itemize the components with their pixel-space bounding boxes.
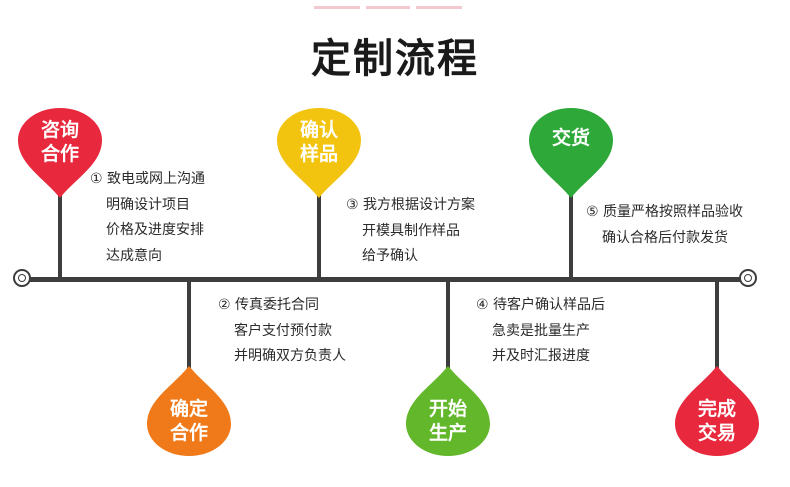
step-production-marker: 开始 生产: [406, 366, 490, 456]
desc-line: 明确设计项目: [106, 196, 190, 213]
drop-down-shape: [277, 108, 361, 198]
step-consult-marker: 咨询 合作: [18, 108, 102, 198]
desc-line: ③ 我方根据设计方案: [346, 197, 476, 213]
step-production-label: 生产: [428, 422, 467, 444]
drop-up-shape: [675, 366, 759, 456]
step-complete-marker: 完成 交易: [675, 366, 759, 456]
decor-bar: [366, 6, 410, 9]
step-confirm-order-label: 确定: [169, 398, 208, 420]
step-confirm-sample-desc: ③ 我方根据设计方案 开模具制作样品 给予确认: [346, 193, 475, 270]
timeline-end-node: [739, 269, 757, 287]
step-confirm-order-marker: 确定 合作: [147, 366, 231, 456]
step-delivery-desc: ⑤ 质量严格按照样品验收 确认合格后付款发货: [586, 200, 743, 251]
drop-up-shape: [406, 366, 490, 456]
step-confirm-order-label: 合作: [169, 422, 208, 444]
step-consult-label: 合作: [40, 143, 79, 165]
connector-complete: [715, 280, 719, 374]
step-complete-label: 完成: [697, 398, 736, 420]
connector-production: [446, 280, 450, 374]
desc-line: 价格及进度安排: [106, 222, 204, 238]
step-confirm-sample-label: 确认: [299, 119, 338, 141]
connector-confirm-order: [187, 280, 191, 374]
decor-bar: [416, 6, 462, 9]
desc-line: 客户支付预付款: [234, 322, 332, 339]
desc-line: ④ 待客户确认样品后: [476, 297, 606, 313]
step-confirm-order-desc: ② 传真委托合同 客户支付预付款 并明确双方负责人: [218, 293, 346, 370]
drop-up-shape: [147, 366, 231, 456]
desc-line: 开模具制作样品: [362, 222, 460, 239]
timeline-line: [22, 277, 748, 282]
desc-line: ① 致电或网上沟通: [90, 171, 206, 187]
desc-line: 达成意向: [106, 247, 162, 264]
decor-bar: [314, 6, 360, 9]
step-production-desc: ④ 待客户确认样品后 急卖是批量生产 并及时汇报进度: [476, 293, 605, 370]
step-delivery-label: 交货: [551, 127, 590, 149]
drop-down-shape: [529, 108, 613, 198]
desc-line: 确认合格后付款发货: [602, 229, 728, 246]
step-consult-label: 咨询: [40, 119, 79, 141]
connector-delivery: [569, 185, 573, 280]
connector-confirm-sample: [317, 185, 321, 280]
desc-line: 给予确认: [362, 248, 418, 264]
timeline-start-node: [13, 269, 31, 287]
drop-down-shape: [18, 108, 102, 198]
connector-consult: [58, 185, 62, 280]
step-production-label: 开始: [428, 398, 467, 420]
desc-line: ⑤ 质量严格按照样品验收: [586, 204, 744, 220]
step-confirm-sample-label: 样品: [299, 143, 338, 165]
step-complete-label: 交易: [697, 422, 736, 444]
desc-line: 并及时汇报进度: [492, 348, 590, 364]
step-consult-desc: ① 致电或网上沟通 明确设计项目 价格及进度安排 达成意向: [90, 167, 205, 269]
desc-line: ② 传真委托合同: [218, 297, 320, 313]
step-delivery-marker: 交货: [529, 108, 613, 198]
desc-line: 急卖是批量生产: [492, 322, 590, 339]
page-title: 定制流程: [311, 36, 479, 82]
desc-line: 并明确双方负责人: [234, 348, 346, 364]
step-confirm-sample-marker: 确认 样品: [277, 108, 361, 198]
